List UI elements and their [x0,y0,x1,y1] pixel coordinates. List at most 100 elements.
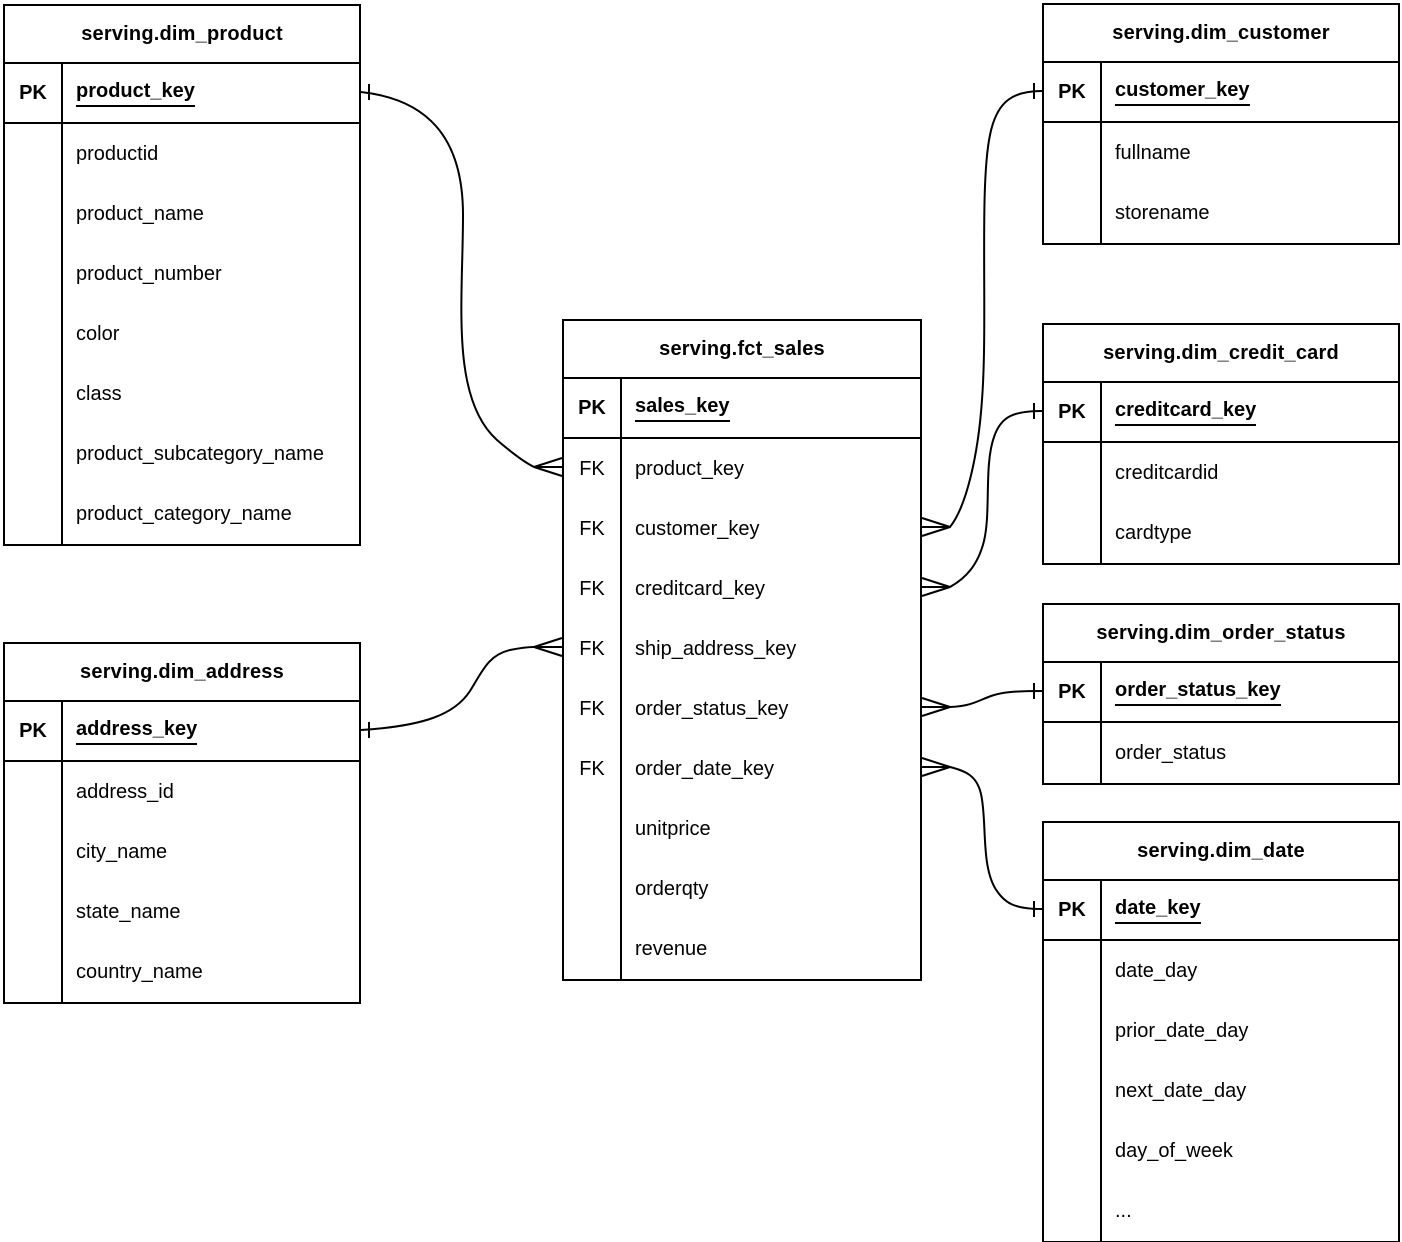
column-name-text: address_key [76,717,198,745]
column-name: cardtype [1102,503,1398,563]
key-badge: FK [564,739,622,799]
relationship-fct_sales-dim_date [921,757,1043,917]
field-row: productid [5,124,359,184]
column-name-text: city_name [76,840,168,863]
crow-foot-prong [921,766,951,777]
crow-foot-prong [921,586,951,597]
field-row: color [5,304,359,364]
field-row: city_name [5,822,359,882]
column-name: state_name [63,882,359,942]
column-name: storename [1102,183,1398,243]
key-badge [564,919,622,979]
key-badge: FK [564,559,622,619]
column-name-text: storename [1115,201,1210,224]
relationship-line [360,91,562,468]
field-row: day_of_week [1044,1121,1398,1181]
key-badge [1044,123,1102,183]
field-row: next_date_day [1044,1061,1398,1121]
crow-foot-prong [533,457,563,468]
key-badge [5,184,63,244]
relationship-line [922,90,1043,528]
key-badge: PK [564,379,622,437]
column-name: color [63,304,359,364]
field-row: order_status [1044,723,1398,783]
field-row: FK product_key [564,439,920,499]
field-row: FK order_status_key [564,679,920,739]
column-name-text: address_id [76,780,174,803]
key-badge [5,762,63,822]
column-name-text: ... [1115,1199,1132,1222]
column-name: customer_key [1102,63,1398,121]
column-name-text: product_key [76,79,195,107]
key-badge [5,244,63,304]
table-title: serving.dim_address [5,644,359,702]
key-badge [1044,1121,1102,1181]
relationship-fct_sales-dim_order_status [921,683,1043,717]
column-name: date_day [1102,941,1398,1001]
relationship-line [360,646,562,731]
field-row: date_day [1044,941,1398,1001]
key-badge [1044,183,1102,243]
column-name-text: unitprice [635,817,711,840]
table-title: serving.fct_sales [564,321,920,379]
column-name: order_status_key [622,679,920,739]
column-name-text: fullname [1115,141,1191,164]
field-row: class [5,364,359,424]
column-name: ... [1102,1181,1398,1241]
column-name: day_of_week [1102,1121,1398,1181]
key-badge [5,822,63,882]
key-badge: PK [1044,383,1102,441]
crow-foot-prong [921,757,951,768]
column-name-text: revenue [635,937,708,960]
key-badge [5,364,63,424]
column-name-text: product_number [76,262,222,285]
key-badge [5,484,63,544]
key-badge [5,124,63,184]
column-name: order_status_key [1102,663,1398,721]
crow-foot-prong [921,517,951,528]
key-badge: FK [564,619,622,679]
column-name: product_number [63,244,359,304]
field-row: country_name [5,942,359,1002]
relationship-fct_sales-dim_address [360,637,563,738]
column-name-text: order_status_key [635,697,789,720]
column-name: product_subcategory_name [63,424,359,484]
column-name: next_date_day [1102,1061,1398,1121]
field-row: revenue [564,919,920,979]
column-name: customer_key [622,499,920,559]
table-title: serving.dim_date [1044,823,1398,881]
column-name-text: customer_key [635,517,760,540]
column-name: sales_key [622,379,920,437]
key-badge: FK [564,679,622,739]
column-name: order_status [1102,723,1398,783]
column-name-text: product_key [635,457,744,480]
key-badge [5,882,63,942]
relationship-fct_sales-dim_credit_card [921,403,1043,597]
column-name: fullname [1102,123,1398,183]
crow-foot-prong [533,646,563,657]
column-name: date_key [1102,881,1398,939]
column-name: revenue [622,919,920,979]
key-badge [1044,503,1102,563]
column-name: unitprice [622,799,920,859]
key-badge [5,424,63,484]
field-row: creditcardid [1044,443,1398,503]
column-name: city_name [63,822,359,882]
table-title: serving.dim_order_status [1044,605,1398,663]
key-badge: FK [564,499,622,559]
key-badge: FK [564,439,622,499]
table-title: serving.dim_customer [1044,5,1398,63]
column-name: product_name [63,184,359,244]
column-name-text: cardtype [1115,521,1192,544]
